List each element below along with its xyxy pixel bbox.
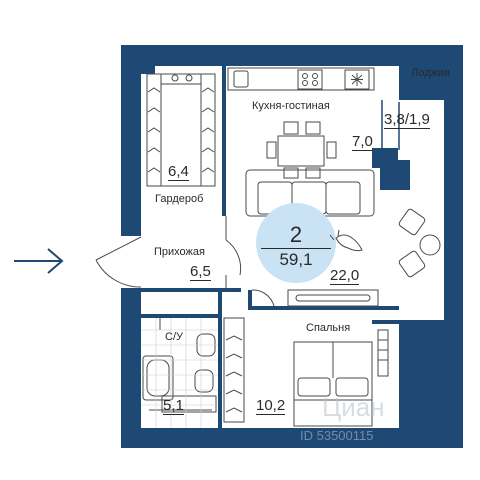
hallway-area: 6,5 [190,263,211,281]
cat-illustration [329,229,363,252]
watermark-brand: Циан [322,392,385,422]
partition-lines [159,216,275,330]
apartment-badge [256,203,336,283]
exterior-walls [121,45,463,448]
total-area: 59,1 [261,248,331,270]
dining-table [266,121,337,179]
loggia-glazing [381,100,400,150]
entrance-arrow-icon [14,248,64,274]
bathroom-name: С/У [165,331,183,343]
loggia-name: Лоджия [411,67,450,79]
column-right [380,160,410,190]
kitchen-living-area: 22,0 [330,267,360,285]
rooms-count: 2 [289,222,303,247]
entrance-door [95,236,142,288]
interior-walls [141,66,399,430]
tv-unit [287,289,379,307]
wardrobe-name: Гардероб [155,193,204,205]
wardrobe-area: 6,4 [168,163,189,181]
bed [293,341,373,427]
radiator [377,329,389,377]
kitchen-counter [227,67,375,91]
bedroom-area: 10,2 [256,397,286,415]
lounge-chairs [398,208,441,278]
hallway-name: Прихожая [154,246,205,258]
loggia-area: 3,8/1,9 [384,111,430,129]
wardrobe-hangers [147,74,215,173]
bedroom-name: Спальня [306,322,351,334]
bathroom-fixtures [142,333,217,413]
kitchen-zone-area: 7,0 [352,133,373,151]
bathroom-tiles [141,318,218,428]
bathroom-area: 5,1 [163,397,184,415]
kitchen-living-name: Кухня-гостиная [252,100,330,112]
closet-shelving [223,317,245,423]
entrance-opening [118,236,144,288]
watermark-id: ID 53500115 [300,428,374,443]
wardrobe-shelving [146,73,216,187]
